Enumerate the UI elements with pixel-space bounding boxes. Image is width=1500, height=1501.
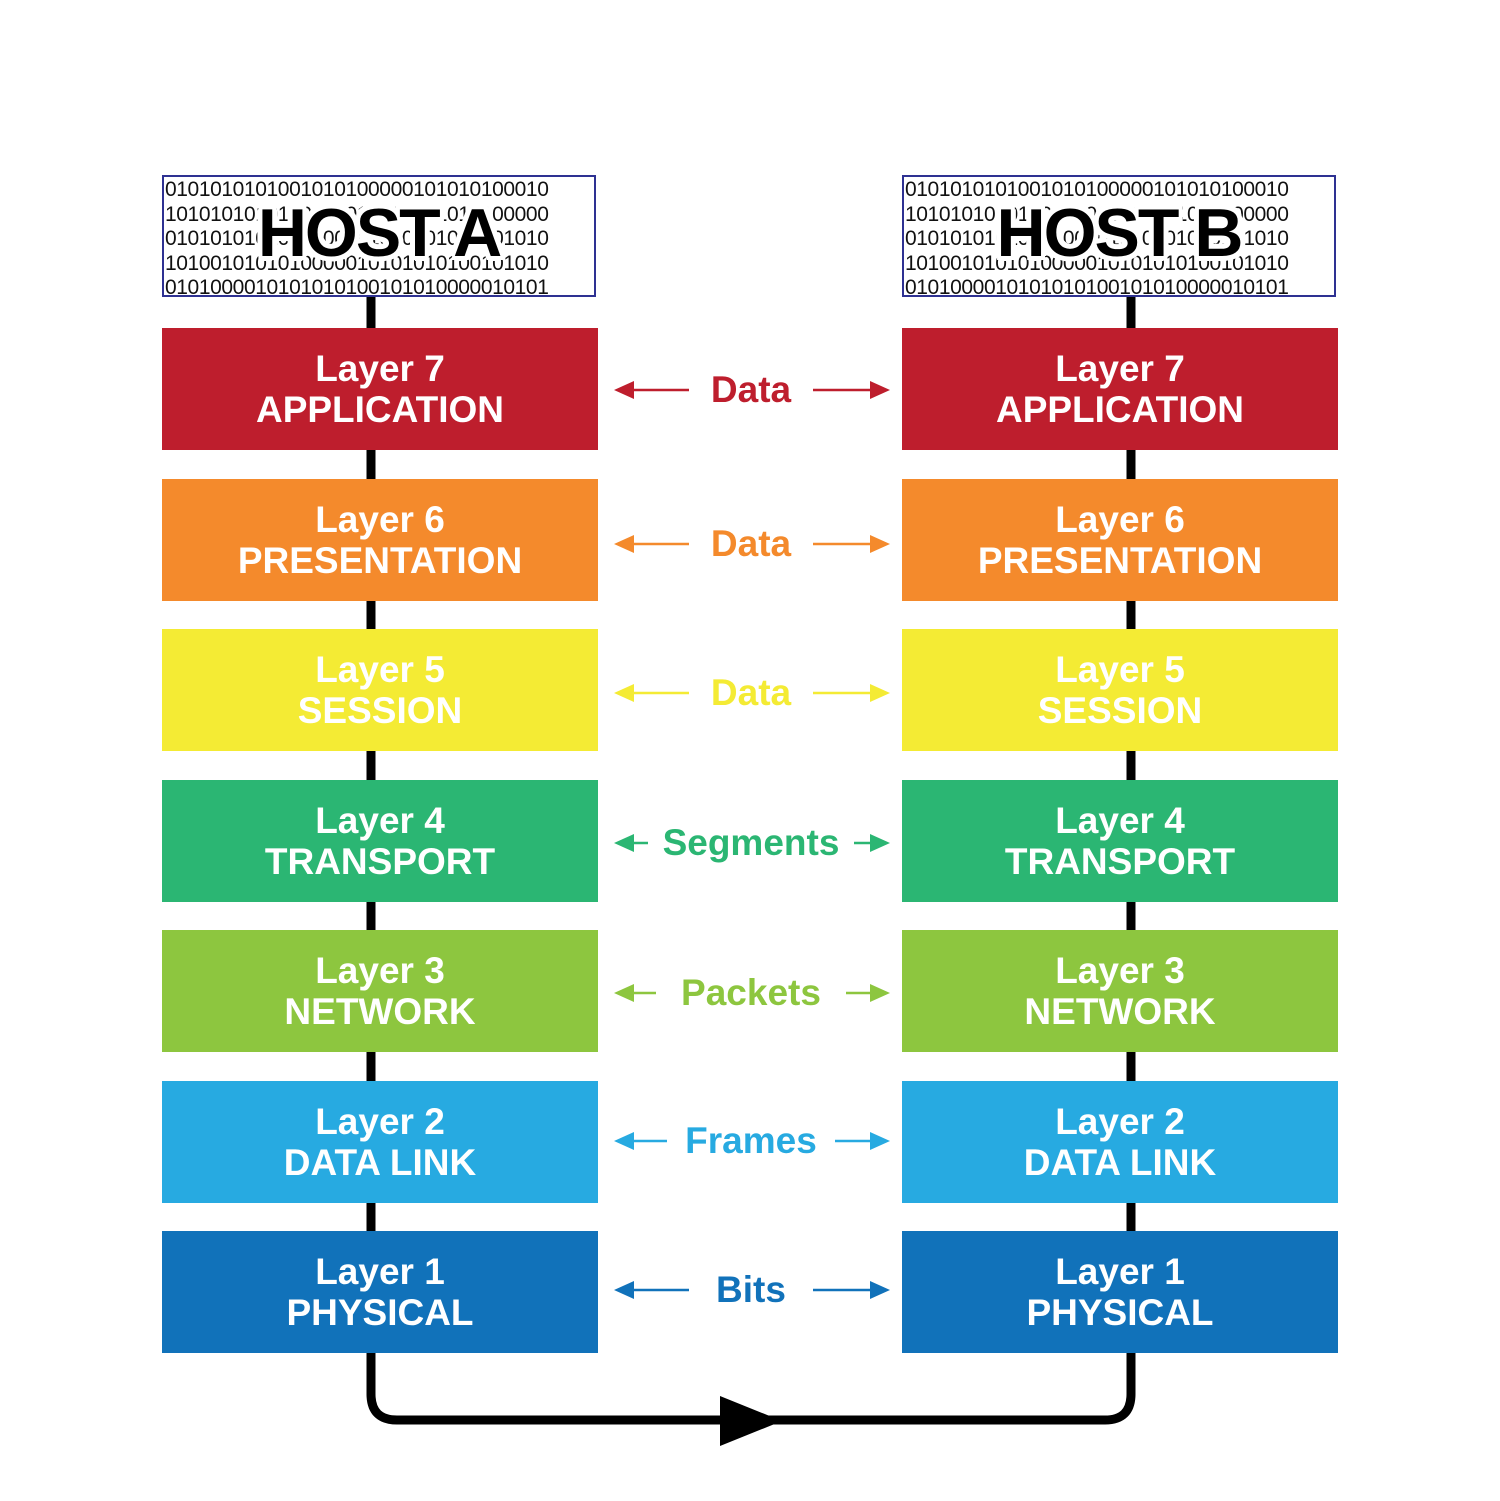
layer-number-label: Layer 3	[315, 950, 445, 991]
right-arrowhead-icon	[870, 535, 890, 553]
flow-direction-arrow-icon	[720, 1396, 782, 1446]
left-arrowhead-icon	[614, 381, 634, 399]
right-arrowhead-icon	[870, 1132, 890, 1150]
layer-name-label: APPLICATION	[255, 389, 505, 430]
layer-name-label: PRESENTATION	[977, 540, 1263, 581]
layer-number-label: Layer 6	[1055, 499, 1185, 540]
layer-number-label: Layer 6	[315, 499, 445, 540]
pdu-label-layer-6: Data	[710, 523, 792, 564]
pdu-label-layer-5: Data	[710, 672, 792, 713]
pdu-label-layer-4: Segments	[662, 822, 840, 863]
host-a-title: HOST A	[257, 195, 502, 271]
host-a-binary-pattern: 0101010101001010100000101010100010 10101…	[165, 178, 549, 297]
left-arrowhead-icon	[614, 535, 634, 553]
left-arrowhead-icon	[614, 1132, 634, 1150]
layer-number-label: Layer 2	[1055, 1101, 1185, 1142]
layer-number-label: Layer 3	[1055, 950, 1185, 991]
host-b-box: 0101010101001010100000101010100010 10101…	[902, 175, 1336, 297]
pdu-label-layer-3: Packets	[681, 972, 821, 1013]
right-arrowhead-icon	[870, 684, 890, 702]
layer-name-label: PHYSICAL	[1026, 1292, 1214, 1333]
right-arrowhead-icon	[870, 381, 890, 399]
host-b-binary-pattern: 0101010101001010100000101010100010 10101…	[905, 178, 1289, 297]
layer-number-label: Layer 1	[1055, 1251, 1185, 1292]
pdu-label-layer-1: Bits	[716, 1269, 786, 1310]
pdu-label-layer-7: Data	[710, 369, 792, 410]
layer-name-label: NETWORK	[284, 991, 476, 1032]
layer-name-label: DATA LINK	[1023, 1142, 1217, 1183]
left-arrowhead-icon	[614, 684, 634, 702]
layer-number-label: Layer 7	[315, 348, 445, 389]
host-b-title: HOST B	[996, 195, 1244, 271]
right-arrowhead-icon	[870, 834, 890, 852]
right-arrowhead-icon	[870, 984, 890, 1002]
layer-number-label: Layer 4	[1055, 800, 1185, 841]
layer-name-label: PHYSICAL	[286, 1292, 474, 1333]
right-arrowhead-icon	[870, 1281, 890, 1299]
layer-name-label: NETWORK	[1024, 991, 1216, 1032]
layer-number-label: Layer 5	[1055, 649, 1185, 690]
host-a-box: 0101010101001010100000101010100010 10101…	[162, 175, 596, 297]
layer-name-label: SESSION	[1037, 690, 1203, 731]
layer-name-label: TRANSPORT	[1004, 841, 1236, 882]
layer-number-label: Layer 4	[315, 800, 445, 841]
layer-number-label: Layer 7	[1055, 348, 1185, 389]
layer-name-label: TRANSPORT	[264, 841, 496, 882]
left-arrowhead-icon	[614, 834, 634, 852]
layer-number-label: Layer 1	[315, 1251, 445, 1292]
pdu-label-layer-2: Frames	[685, 1120, 817, 1161]
layer-name-label: DATA LINK	[283, 1142, 477, 1183]
layer-number-label: Layer 2	[315, 1101, 445, 1142]
left-arrowhead-icon	[614, 1281, 634, 1299]
left-arrowhead-icon	[614, 984, 634, 1002]
layer-name-label: PRESENTATION	[237, 540, 523, 581]
layer-number-label: Layer 5	[315, 649, 445, 690]
layer-name-label: APPLICATION	[995, 389, 1245, 430]
layer-name-label: SESSION	[297, 690, 463, 731]
